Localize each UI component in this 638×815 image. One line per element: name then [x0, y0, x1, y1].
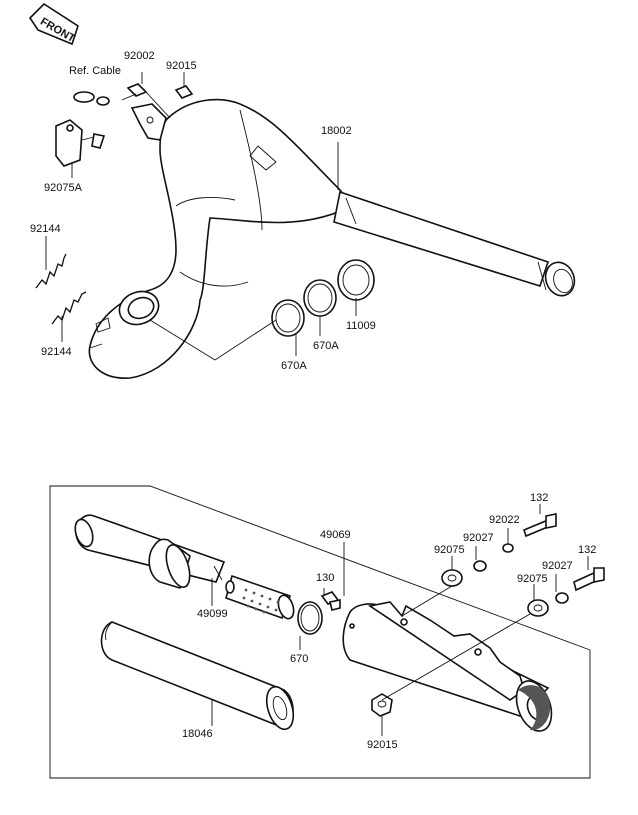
packing-18046	[100, 621, 295, 731]
gasket-670A-b	[303, 279, 337, 317]
expansion-chamber-18002	[88, 98, 576, 379]
label-670: 670	[290, 653, 308, 665]
gasket-670	[297, 601, 323, 635]
front-arrow-badge: FRONT	[28, 2, 79, 45]
label-49099: 49099	[197, 608, 228, 620]
inner-pipe-49099	[74, 514, 295, 620]
cable-clip-parts	[55, 83, 194, 167]
label-11009: 11009	[346, 320, 376, 332]
label-92075-upper: 92075	[434, 544, 465, 556]
label-670A-left: 670A	[281, 360, 307, 372]
bolt-130	[320, 591, 341, 611]
label-18046: 18046	[182, 728, 213, 740]
label-92144-lower: 92144	[41, 346, 72, 358]
label-92015-bottom: 92015	[367, 739, 398, 751]
collar-92075-lower	[527, 599, 549, 617]
label-18002: 18002	[321, 125, 352, 137]
washer-92022	[502, 543, 514, 553]
label-92144-upper: 92144	[30, 223, 61, 235]
label-92027-lower: 92027	[542, 560, 573, 572]
leader-lines-bottom	[211, 504, 589, 736]
label-92075A: 92075A	[44, 182, 83, 194]
bolt-132-upper	[523, 513, 557, 538]
label-92015-top: 92015	[166, 60, 197, 72]
label-49069: 49069	[320, 529, 351, 541]
gasket-11009	[337, 259, 375, 301]
silencer-body-49069	[342, 601, 553, 732]
assembly-frame-49069	[49, 485, 591, 779]
label-132-upper: 132	[530, 492, 548, 504]
label-130: 130	[316, 572, 334, 584]
spacer-92027-upper	[473, 560, 487, 572]
label-92075-lower: 92075	[517, 573, 548, 585]
collar-92075-upper	[441, 569, 463, 587]
leader-lines-top	[45, 72, 357, 361]
spacer-92027-lower	[555, 592, 569, 604]
spring-92144-upper	[35, 253, 67, 289]
label-92002: 92002	[124, 50, 155, 62]
nut-92015-bottom	[371, 693, 393, 717]
label-132-lower: 132	[578, 544, 596, 556]
gasket-670A-a	[271, 299, 305, 337]
label-92022: 92022	[489, 514, 520, 526]
label-670A-right: 670A	[313, 340, 339, 352]
spring-92144-lower	[51, 291, 87, 325]
bolt-132-lower	[573, 567, 605, 592]
label-ref-cable: Ref. Cable	[69, 65, 121, 77]
label-92027-upper: 92027	[463, 532, 494, 544]
